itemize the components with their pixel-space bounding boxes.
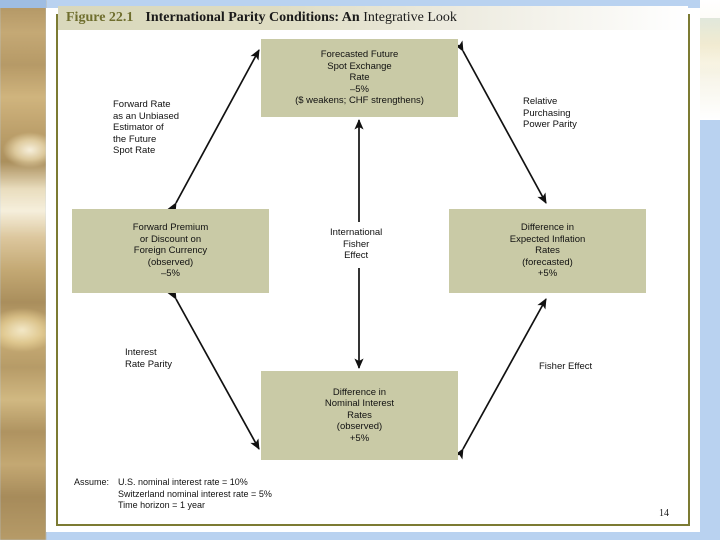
box-bottom-line-2: Nominal Interest bbox=[324, 398, 395, 410]
label-forward-line-4: the Future bbox=[113, 133, 157, 145]
label-relative-purchasing-power-parity: Relative Purchasing Power Parity bbox=[523, 96, 577, 131]
box-bottom-line-3: Rates bbox=[347, 409, 372, 421]
label-forward-line-1: Forward Rate bbox=[113, 99, 171, 110]
box-left-line-5: –5% bbox=[160, 268, 180, 280]
label-irp-line-2: Rate Parity bbox=[125, 358, 172, 370]
assumption-line-3: Time horizon = 1 year bbox=[118, 500, 205, 510]
assumptions-lead-label: Assume: bbox=[74, 477, 110, 487]
label-forward-line-3: Estimator of bbox=[113, 122, 164, 133]
label-fisher-effect: Fisher Effect bbox=[539, 361, 592, 373]
box-top-line-4: –5% bbox=[349, 83, 369, 95]
arrow-forward-rate-unbiased bbox=[167, 49, 260, 214]
assumptions-block: Assume: U.S. nominal interest rate = 10%… bbox=[74, 477, 474, 512]
arrow-relative-ppp bbox=[454, 40, 547, 204]
box-bottom-line-4: (observed) bbox=[336, 421, 383, 433]
box-right-line-3: Rates bbox=[535, 245, 560, 257]
box-top-line-2: Spot Exchange bbox=[327, 60, 392, 72]
arrow-fisher-effect bbox=[454, 298, 547, 460]
box-left-line-1: Forward Premium bbox=[132, 222, 209, 234]
box-top-line-3: Rate bbox=[349, 72, 370, 84]
label-rpp-line-3: Power Parity bbox=[523, 119, 577, 130]
box-difference-in-nominal-interest-rates[interactable]: Difference in Nominal Interest Rates (ob… bbox=[261, 371, 458, 460]
box-forward-premium-or-discount[interactable]: Forward Premium or Discount on Foreign C… bbox=[72, 209, 269, 293]
box-right-line-4: (forecasted) bbox=[522, 256, 573, 268]
box-right-line-2: Expected Inflation bbox=[509, 233, 586, 245]
label-international-fisher-effect: International Fisher Effect bbox=[330, 227, 382, 262]
box-left-line-2: or Discount on bbox=[139, 233, 202, 245]
assumption-indent-3 bbox=[74, 500, 118, 512]
box-bottom-line-1: Difference in bbox=[332, 386, 387, 398]
label-ife-line-3: Effect bbox=[344, 250, 369, 261]
arrow-interest-rate-parity bbox=[167, 288, 260, 450]
box-left-line-4: (observed) bbox=[147, 256, 194, 268]
box-left-line-3: Foreign Currency bbox=[133, 245, 208, 257]
page-number: 14 bbox=[659, 508, 669, 519]
box-right-line-1: Difference in bbox=[520, 222, 575, 234]
coins-photo-strip bbox=[0, 0, 46, 540]
assumption-line-2: Switzerland nominal interest rate = 5% bbox=[118, 488, 272, 499]
box-top-line-1: Forecasted Future bbox=[320, 49, 399, 61]
assumption-line-1: U.S. nominal interest rate = 10% bbox=[118, 477, 248, 487]
label-ife-line-1: International bbox=[330, 227, 383, 238]
box-bottom-line-5: +5% bbox=[349, 432, 370, 444]
label-fisher-line-1: Fisher Effect bbox=[539, 361, 593, 372]
figure-number: Figure 22.1 bbox=[66, 10, 134, 25]
label-rpp-line-1: Relative bbox=[523, 96, 558, 107]
box-right-line-5: +5% bbox=[537, 268, 558, 280]
page-title-bold: International Parity Conditions: An bbox=[145, 10, 360, 25]
box-forecasted-future-spot-exchange-rate[interactable]: Forecasted Future Spot Exchange Rate –5%… bbox=[261, 39, 458, 117]
label-forward-line-5: Spot Rate bbox=[113, 145, 156, 156]
page-title: International Parity Conditions: An Inte… bbox=[133, 10, 457, 26]
assumption-row-1: Assume: U.S. nominal interest rate = 10% bbox=[74, 477, 474, 489]
label-forward-line-2: as an Unbiased bbox=[113, 110, 180, 122]
label-irp-line-1: Interest bbox=[125, 347, 157, 358]
label-ife-line-2: Fisher bbox=[342, 238, 370, 250]
right-tint-overlay bbox=[700, 18, 720, 78]
label-interest-rate-parity: Interest Rate Parity bbox=[125, 347, 172, 370]
assumption-indent-2 bbox=[74, 489, 118, 501]
assumption-row-2: Switzerland nominal interest rate = 5% bbox=[74, 489, 474, 501]
label-forward-rate-unbiased-estimator: Forward Rate as an Unbiased Estimator of… bbox=[113, 99, 179, 157]
box-difference-in-expected-inflation-rates[interactable]: Difference in Expected Inflation Rates (… bbox=[449, 209, 646, 293]
photo-top-band bbox=[0, 0, 46, 8]
figure-title-bar: Figure 22.1 International Parity Conditi… bbox=[58, 6, 688, 30]
page-title-light: Integrative Look bbox=[359, 10, 457, 25]
label-rpp-line-2: Purchasing bbox=[523, 107, 571, 119]
assumption-row-3: Time horizon = 1 year bbox=[74, 500, 474, 512]
box-top-line-5: ($ weakens; CHF strengthens) bbox=[295, 95, 424, 107]
